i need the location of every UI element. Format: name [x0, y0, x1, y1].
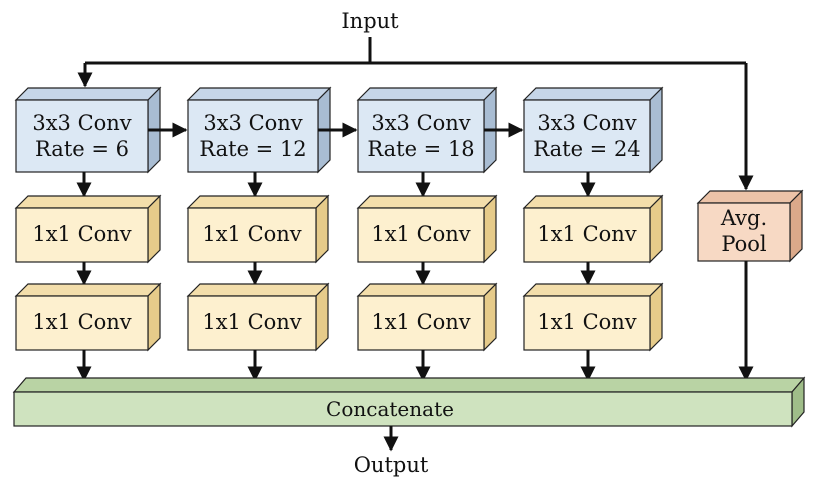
conv3x3-block-1	[14, 86, 162, 174]
avg-pool-label: Avg. Pool	[698, 205, 790, 258]
conv1x1-label-r1-4: 1x1 Conv	[537, 222, 637, 246]
conv1x1-row-arrows	[76, 262, 596, 286]
avg-pool-line1: Avg.	[720, 206, 768, 230]
conv3x3-to-conv1x1-arrows	[76, 172, 596, 198]
conv3x3-label-3: 3x3 Conv Rate = 18	[358, 110, 484, 163]
conv1x1-row2-block-1	[14, 282, 162, 352]
input-label: Input	[341, 9, 399, 33]
conv3x3-rate-text: Rate = 18	[367, 137, 475, 162]
conv1x1-row1-block-2	[186, 194, 330, 264]
to-concat-arrows	[76, 261, 754, 382]
conv3x3-kernel-text: 3x3 Conv	[537, 111, 637, 135]
conv1x1-row1-block-4	[522, 194, 664, 264]
conv1x1-label-r2-2: 1x1 Conv	[202, 310, 302, 334]
concatenate-label: Concatenate	[326, 397, 454, 421]
conv3x3-label-2: 3x3 Conv Rate = 12	[188, 110, 318, 163]
conv3x3-kernel-text: 3x3 Conv	[32, 111, 132, 135]
conv1x1-label-r2-3: 1x1 Conv	[371, 310, 471, 334]
conv1x1-label-r2-1: 1x1 Conv	[32, 310, 132, 334]
avg-pool-line2: Pool	[721, 232, 767, 257]
conv3x3-block-4	[522, 86, 664, 174]
conv3x3-rate-text: Rate = 12	[199, 137, 307, 162]
conv3x3-rate-text: Rate = 24	[533, 137, 641, 162]
output-label: Output	[353, 453, 429, 477]
conv1x1-row1-block-1	[14, 194, 162, 264]
conv1x1-row2-block-2	[186, 282, 330, 352]
conv3x3-rate-text: Rate = 6	[35, 137, 129, 162]
conv1x1-label-r1-1: 1x1 Conv	[32, 222, 132, 246]
conv1x1-label-r2-4: 1x1 Conv	[537, 310, 637, 334]
conv3x3-label-4: 3x3 Conv Rate = 24	[524, 110, 650, 163]
conv1x1-label-r1-3: 1x1 Conv	[371, 222, 471, 246]
concatenate-block	[12, 376, 806, 428]
conv1x1-row1-block-3	[356, 194, 498, 264]
conv1x1-row2-block-3	[356, 282, 498, 352]
input-bus	[77, 37, 754, 191]
avg-pool-block	[696, 189, 804, 263]
conv3x3-kernel-text: 3x3 Conv	[371, 111, 471, 135]
conv1x1-label-r1-2: 1x1 Conv	[202, 222, 302, 246]
conv1x1-row2-block-4	[522, 282, 664, 352]
conv3x3-label-1: 3x3 Conv Rate = 6	[16, 110, 148, 163]
conv3x3-kernel-text: 3x3 Conv	[203, 111, 303, 135]
